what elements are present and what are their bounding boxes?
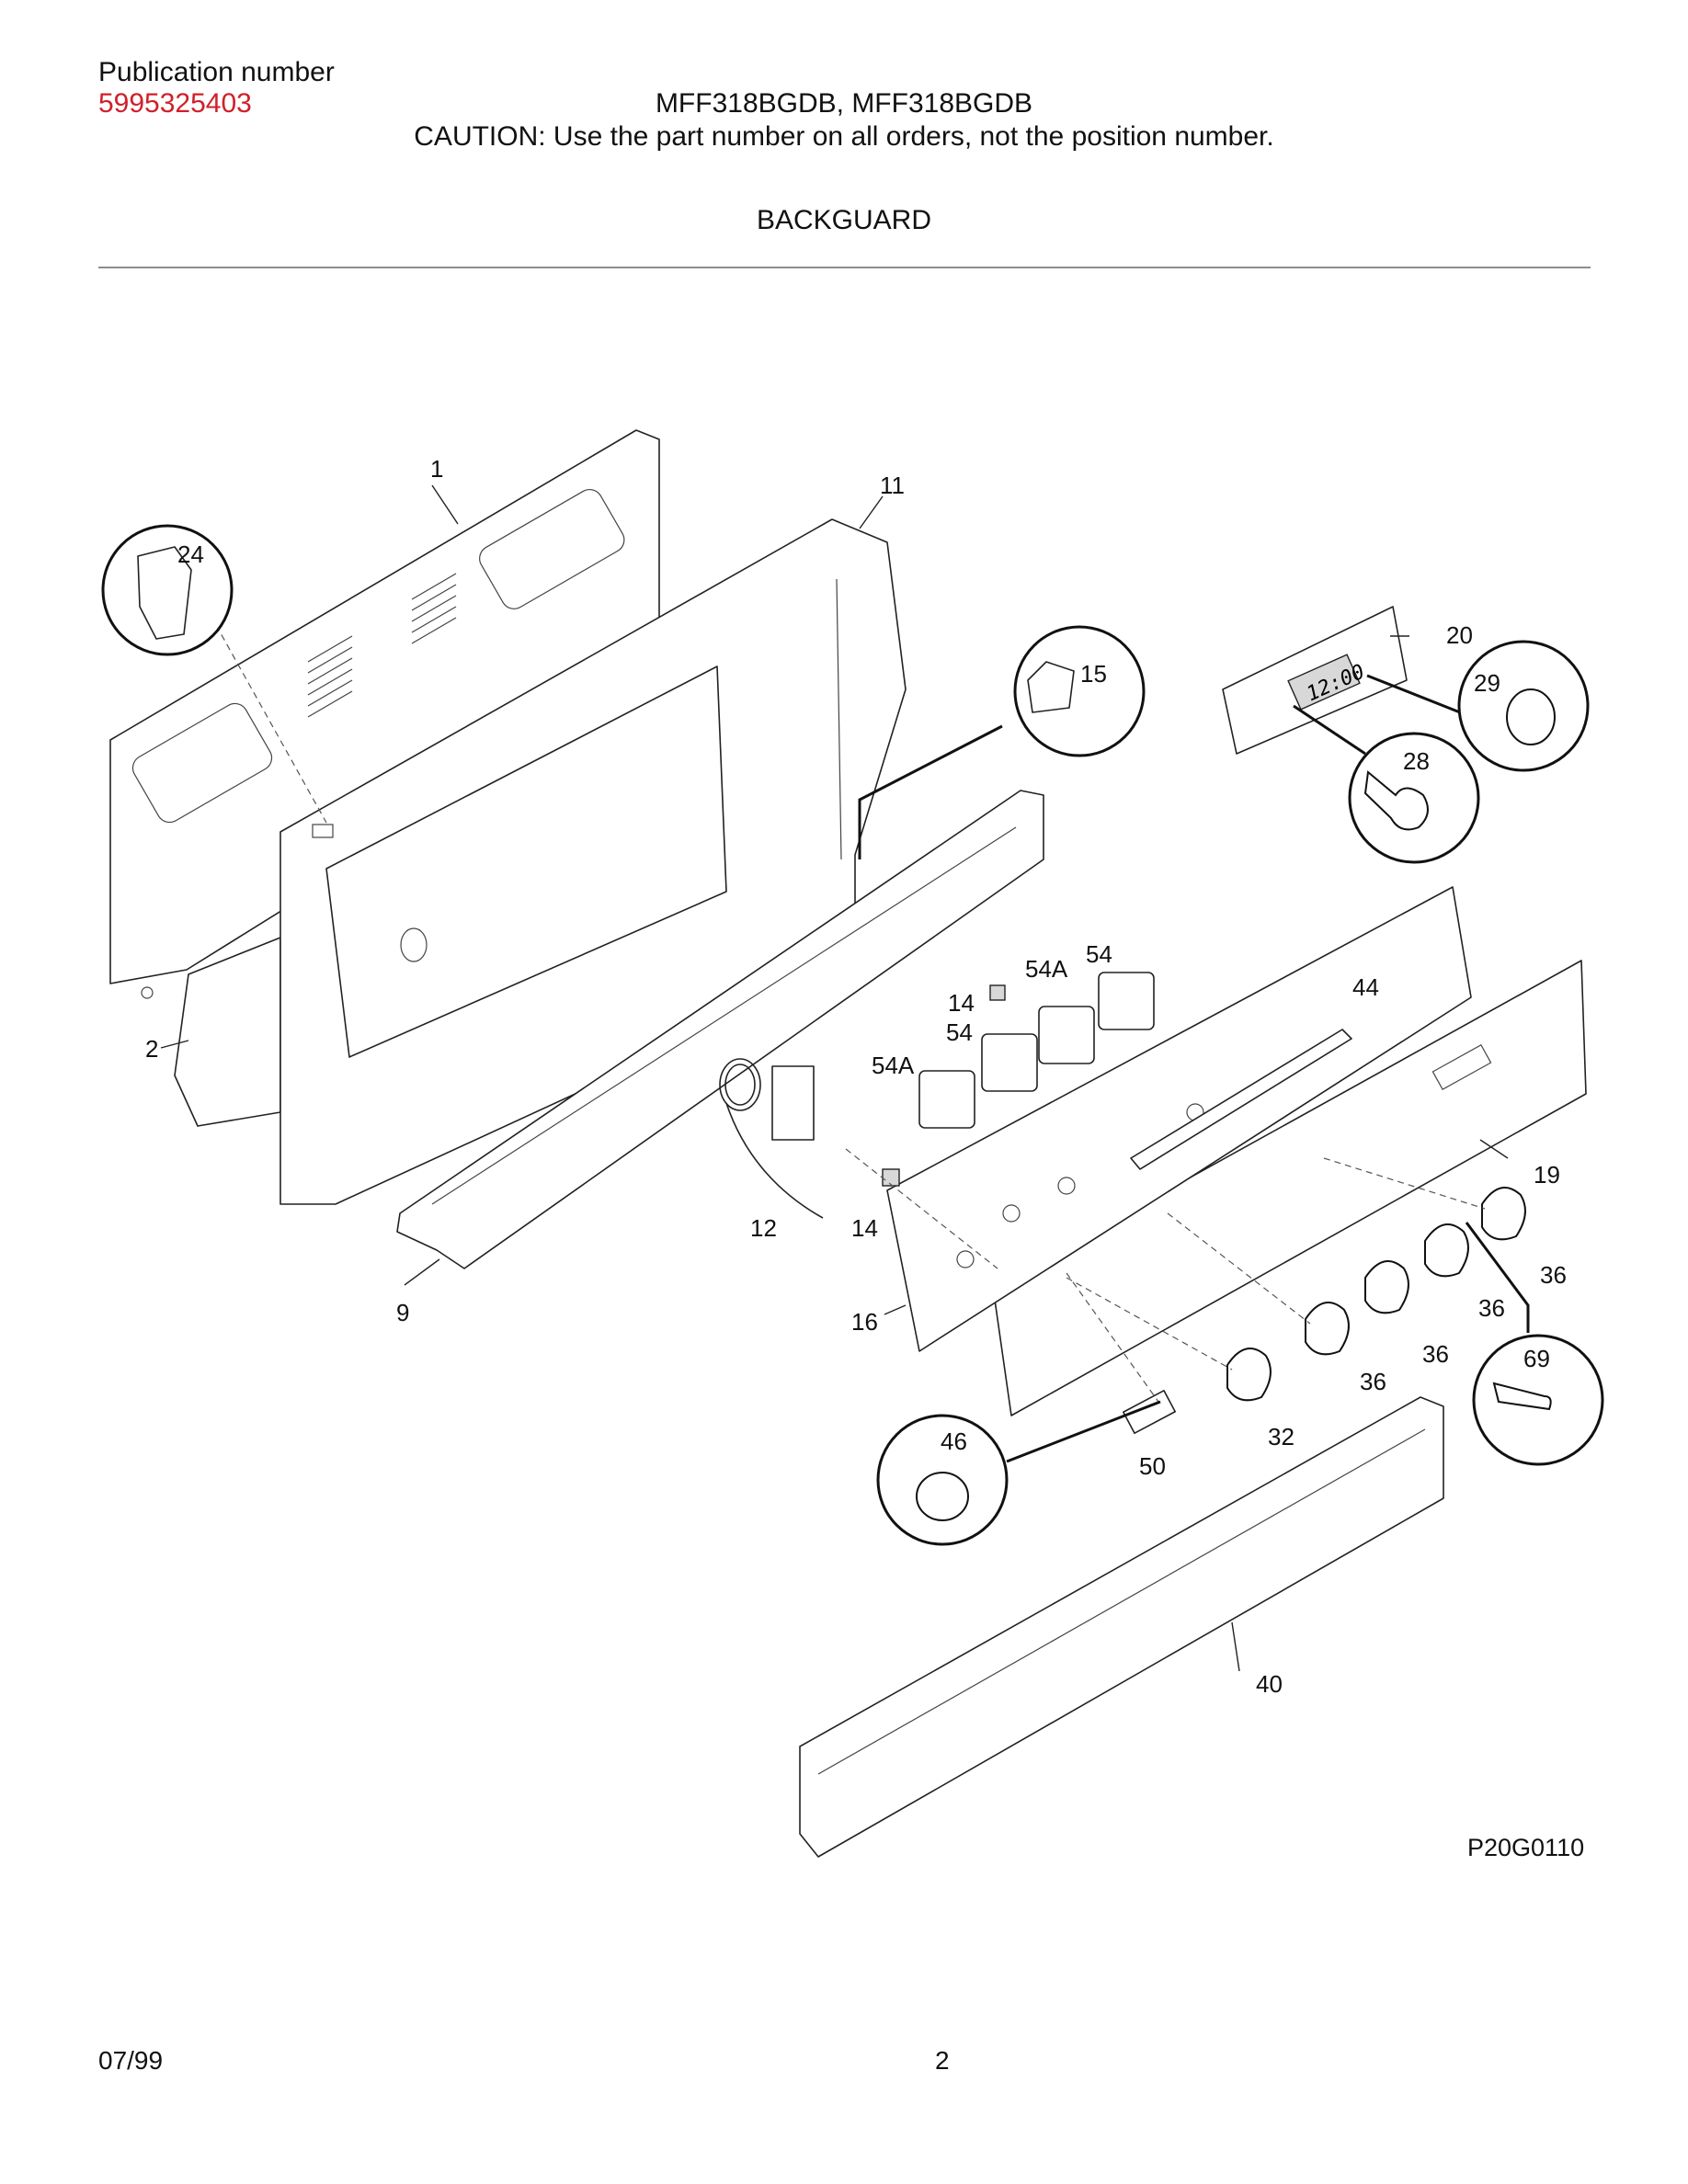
- callout-9: 9: [396, 1299, 409, 1326]
- section-title: BACKGUARD: [756, 205, 932, 235]
- lower-trim-40: [799, 1396, 1444, 1858]
- callout-16: 16: [851, 1308, 878, 1336]
- model-number: MFF318BGDB, MFF318BGDB: [655, 88, 1033, 119]
- publication-label: Publication number: [98, 57, 335, 87]
- publication-date: 07/99: [98, 2046, 164, 2075]
- callout-50: 50: [1139, 1452, 1166, 1480]
- clock-bracket: 12:00: [1222, 606, 1408, 755]
- callout-54a: 54: [1086, 940, 1112, 968]
- infinite-switches: [882, 972, 1155, 1187]
- part-50: [1123, 1389, 1176, 1435]
- callout-54b: 54: [946, 1018, 973, 1046]
- front-trim: [396, 790, 1044, 1269]
- backguard-frame: [279, 518, 907, 1205]
- callout-14a: 14: [948, 989, 975, 1017]
- callout-44: 44: [1352, 973, 1379, 1001]
- leader-lines: [404, 484, 1509, 1672]
- control-panel-19: [992, 960, 1587, 1416]
- caution-note: CAUTION: Use the part number on all orde…: [414, 121, 1274, 152]
- knobs: [1226, 1187, 1526, 1402]
- publication-number: 5995325403: [98, 88, 252, 119]
- callout-15: 15: [1080, 660, 1107, 688]
- callout-54Aa: 54A: [1025, 955, 1068, 983]
- callout-36b: 36: [1478, 1294, 1505, 1322]
- callout-1: 1: [430, 455, 443, 483]
- callout-12: 12: [750, 1214, 777, 1242]
- callouts: 1 11 24 15 20 29 28 2 54 54A 14 54 54A 4…: [145, 455, 1567, 1698]
- detail-bubble-15: [1013, 625, 1146, 757]
- callout-19: 19: [1534, 1161, 1560, 1189]
- bubble-connectors: [858, 674, 1530, 1463]
- callout-14b: 14: [851, 1214, 878, 1242]
- callout-24: 24: [177, 540, 204, 568]
- callout-69: 69: [1523, 1345, 1550, 1372]
- callout-40: 40: [1256, 1670, 1283, 1698]
- lower-bracket: [160, 937, 281, 1127]
- page-number: 2: [935, 2046, 950, 2075]
- callout-36a: 36: [1540, 1261, 1567, 1289]
- assembly-lines: [215, 624, 1486, 1403]
- callout-2: 2: [145, 1035, 158, 1063]
- callout-28: 28: [1403, 747, 1430, 775]
- callout-36d: 36: [1360, 1368, 1386, 1395]
- callout-36c: 36: [1422, 1340, 1449, 1368]
- callout-32: 32: [1268, 1423, 1295, 1450]
- callout-11: 11: [880, 472, 905, 499]
- diagram-code: P20G0110: [1467, 1834, 1585, 1861]
- callout-54Ab: 54A: [872, 1052, 915, 1079]
- callout-46: 46: [941, 1428, 967, 1455]
- callout-29: 29: [1474, 669, 1500, 697]
- callout-20: 20: [1446, 621, 1473, 649]
- thermostat: [719, 1058, 824, 1219]
- part-44: [1130, 1029, 1352, 1170]
- header-divider: [98, 267, 1591, 268]
